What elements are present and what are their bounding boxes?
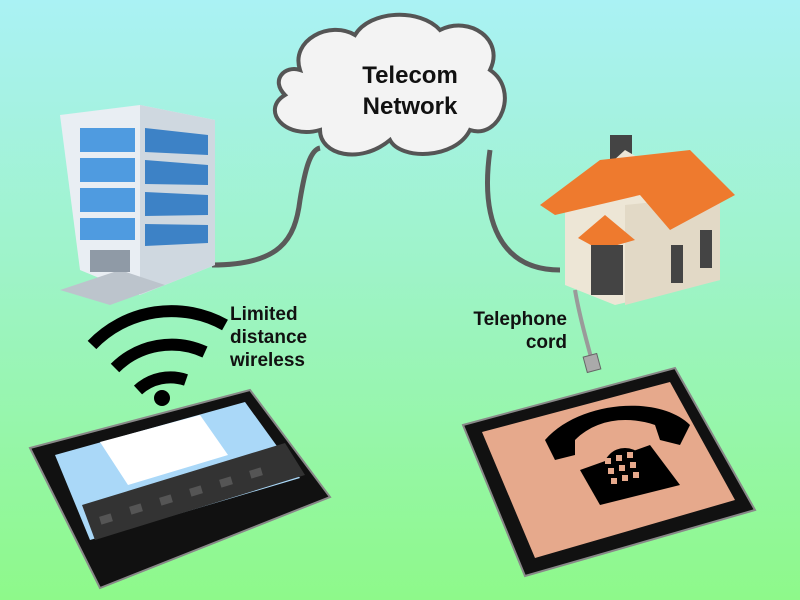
cloud-label-line2: Network <box>362 93 458 120</box>
wireless-label-line3: wireless <box>230 350 305 371</box>
tablet-with-keyboard <box>28 388 332 590</box>
telephone-cord <box>573 289 595 366</box>
cloud-label-line1: Telecom <box>362 62 458 89</box>
wifi-icon <box>87 305 228 395</box>
wireless-label: Limited distance wireless <box>230 303 307 372</box>
tablet-with-phone <box>461 366 757 578</box>
cloud-icon <box>272 12 507 157</box>
cable-building-cloud <box>211 145 321 268</box>
wifi-dot <box>154 390 170 406</box>
cord-label-line2: cord <box>525 332 567 353</box>
office-building-icon <box>60 105 215 305</box>
cord-label-line1: Telephone <box>473 309 567 330</box>
wireless-label-line1: Limited <box>230 304 298 325</box>
telephone-cord-label: Telephone cord <box>455 308 567 354</box>
phone-jack-icon <box>582 352 602 374</box>
house-icon <box>540 135 735 305</box>
telecom-network-label: Telecom Network <box>325 60 495 122</box>
wireless-label-line2: distance <box>230 327 308 348</box>
cable-cloud-house <box>485 149 561 273</box>
